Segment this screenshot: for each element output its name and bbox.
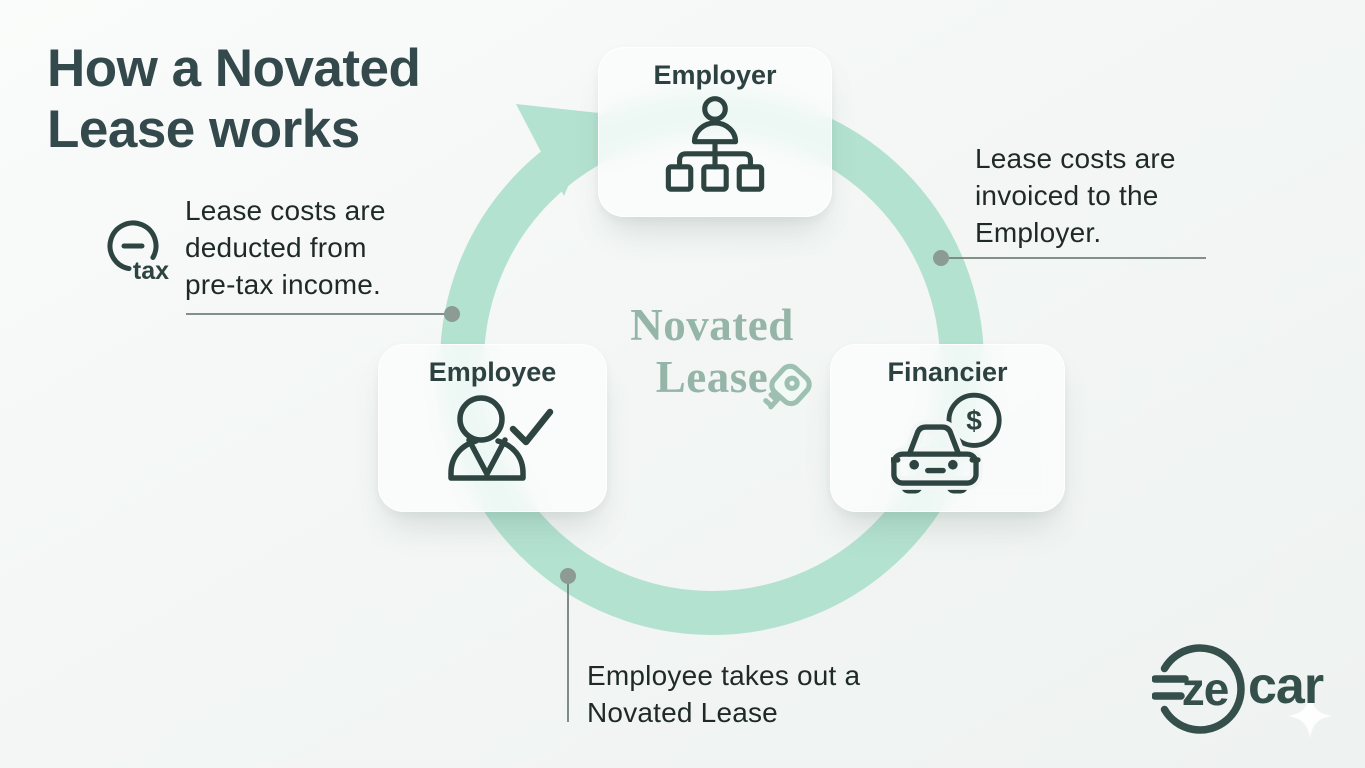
dollar-sign: $ <box>966 405 982 436</box>
financier-card: Financier $ <box>830 344 1065 512</box>
takeout-connector-dot <box>560 568 576 584</box>
employer-label: Employer <box>653 60 777 90</box>
takeout-annotation: Employee takes out a Novated Lease <box>587 660 861 728</box>
flow-arrowhead-icon <box>516 104 599 196</box>
logo-wordmark: car <box>1248 657 1324 715</box>
financier-label: Financier <box>887 357 1008 387</box>
key-icon <box>763 363 812 410</box>
car-dollar-icon: $ <box>890 392 1002 494</box>
zecar-logo-mark-icon: ze <box>1152 644 1245 734</box>
invoice-annotation: Lease costs are invoiced to the Employer… <box>975 143 1176 248</box>
person-check-icon <box>447 395 553 481</box>
page-title: How a Novated Lease works <box>47 39 421 159</box>
tax-minus-icon: tax <box>107 220 169 285</box>
org-chart-icon <box>665 96 765 192</box>
logo-ze-text: ze <box>1182 663 1229 715</box>
sparkle-icon <box>1287 693 1333 739</box>
employee-label: Employee <box>428 357 557 387</box>
zecar-logo: ze car <box>1152 642 1362 742</box>
employer-card: Employer <box>598 47 832 217</box>
tax-icon-label: tax <box>133 257 169 285</box>
invoice-connector-dot <box>933 250 949 266</box>
center-label: Novated Lease <box>630 300 794 402</box>
employee-card: Employee <box>378 344 607 512</box>
pretax-connector-dot <box>444 306 460 322</box>
pretax-annotation: Lease costs are deducted from pre-tax in… <box>185 195 386 300</box>
